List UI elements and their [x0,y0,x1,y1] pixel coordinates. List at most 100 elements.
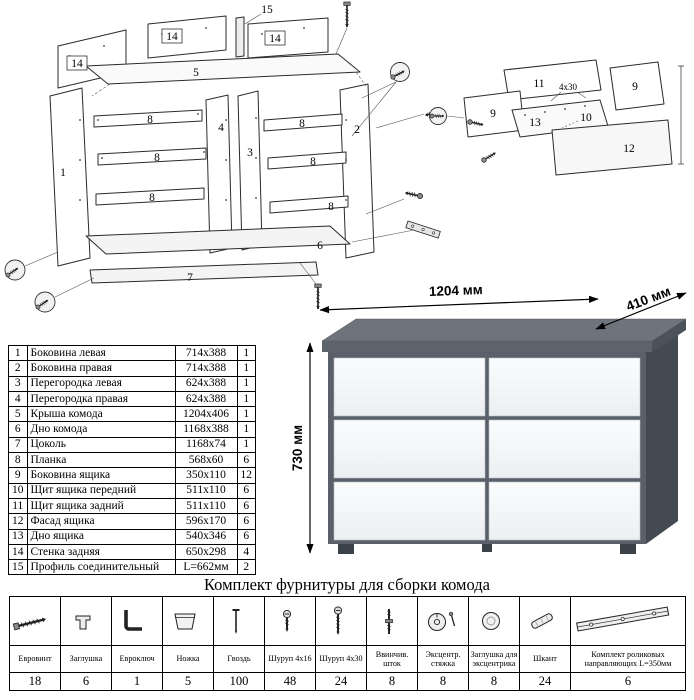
part-7-plinth [89,261,319,284]
part-number-cell: 3 [8,375,28,392]
assembled-dresser-render: 1204 мм 410 мм 730 мм [290,283,687,554]
part-name-cell: Боковина ящика [26,467,176,484]
cam-cover-icon [482,612,500,630]
part-8-rail [269,195,349,214]
drawer-front [488,357,641,417]
hardware-name-cell: Евроключ [111,645,163,673]
hardware-qty-cell: 6 [570,672,686,691]
part-number-cell: 15 [8,559,28,576]
part-qty-cell: 1 [236,406,256,423]
callout-2: 2 [354,124,360,136]
part-size-cell: 540x346 [174,528,238,545]
callout-14: 14 [269,33,281,45]
plug-icon [75,615,91,630]
part-number-cell: 12 [8,513,28,530]
screw-icon [403,189,424,200]
part-2-right-side [339,83,375,259]
callout-10: 10 [580,112,592,124]
hardware-icon-cell [9,596,61,646]
hardware-qty-row: 18 6 1 5 100 48 24 8 8 8 24 6 [9,672,686,691]
hardware-names-row: Евровинт Заглушка Евроключ Ножка Гвоздь … [9,645,686,673]
callout-6: 6 [317,240,323,252]
callout-box [264,30,286,46]
dowel-icon [531,613,553,629]
screw-4x16-icon [282,609,292,632]
callout-15: 15 [261,4,273,16]
part-8-rail [267,151,347,170]
part-name-cell: Цоколь [26,436,176,454]
part-number-cell: 14 [8,543,28,561]
hardware-icon-cell [60,596,112,646]
drawer-front [488,481,641,541]
part-number-cell: 11 [8,497,28,515]
callout-3: 3 [247,147,253,159]
part-size-cell: 350x110 [174,467,238,484]
part-14-back-panel [147,15,227,59]
part-number-cell: 9 [8,467,28,484]
callout-14: 14 [71,58,83,70]
part-number-cell: 6 [8,421,28,438]
part-number-cell: 2 [8,360,28,377]
part-name-cell: Перегородка правая [26,390,176,408]
part-qty-cell: 6 [236,482,256,499]
part-size-cell: 568x60 [174,452,238,469]
part-size-cell: 511x110 [174,482,238,499]
part-qty-cell: 1 [236,436,256,454]
hardware-qty-cell: 24 [315,672,367,691]
hardware-name-cell: Евровинт [9,645,61,673]
part-qty-cell: 1 [236,390,256,408]
part-name-cell: Боковина левая [26,344,176,362]
height-dimension-label: 730 мм [290,425,305,471]
leader-lines [24,13,587,298]
screw-icon [480,149,498,164]
confirmat-screw-icon [342,1,352,29]
hardware-qty-cell: 1 [111,672,163,691]
callout-13: 13 [529,117,541,129]
part-1-left-side [49,87,91,267]
drawer-slides-icon [576,606,670,632]
part-size-cell: 596x170 [174,513,238,530]
dresser-leg [482,544,492,552]
part-11-drawer-back [503,59,602,101]
part-size-cell: 624x388 [174,390,238,408]
part-size-cell: 511x110 [174,497,238,515]
part-name-cell: Щит ящика задний [26,497,176,515]
leg-icon [174,613,196,630]
part-number-cell: 4 [8,390,28,408]
nail-icon [232,609,240,634]
hardware-kit-title: Комплект фурнитуры для сборки комода [203,575,490,594]
part-qty-cell: 2 [236,559,256,576]
hardware-name-cell: Гвоздь [213,645,265,673]
part-number-cell: 5 [8,406,28,423]
part-size-cell: L=662мм [174,559,238,576]
part-size-cell: 1204x406 [174,406,238,423]
part-15-profile [235,16,245,58]
drawer-front [488,419,641,479]
part-3-partition [237,90,263,251]
hardware-name-cell: Заглушка для эксцентрика [468,645,520,673]
callout-box [161,28,183,44]
hardware-icon-cell [366,596,418,646]
callout-9: 9 [632,81,638,93]
hardware-name-cell: Ввинчив. шток [366,645,418,673]
callout-14: 14 [166,31,178,43]
drawer-fronts [333,357,641,541]
hardware-name-cell: Шуруп 4x16 [264,645,316,673]
hardware-qty-cell: 48 [264,672,316,691]
part-number-cell: 7 [8,436,28,454]
hardware-icon-cell [315,596,367,646]
depth-dimension-label: 410 мм [624,284,673,315]
part-12-drawer-front [551,119,673,176]
callout-8: 8 [154,152,160,164]
callout-8: 8 [310,156,316,168]
width-dimension-label: 1204 мм [429,283,483,299]
